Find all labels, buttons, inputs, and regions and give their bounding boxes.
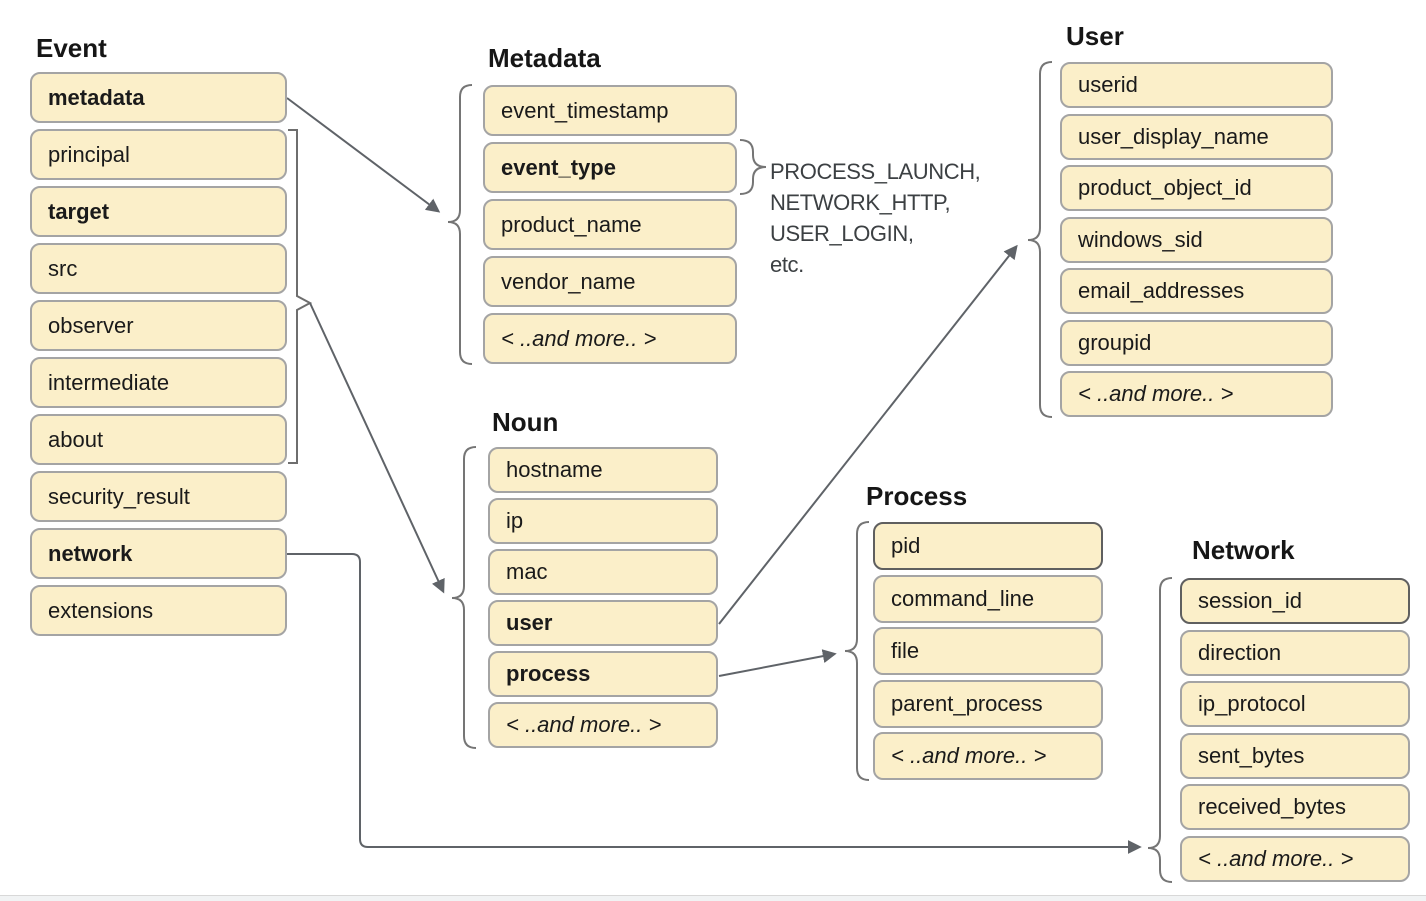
field-box-session-id: session_id: [1180, 578, 1410, 624]
user-group-brace: [1027, 61, 1053, 418]
user-group: userid user_display_name product_object_…: [1060, 62, 1333, 417]
field-box-hostname: hostname: [488, 447, 718, 493]
field-box-parent-process: parent_process: [873, 679, 1103, 728]
field-box-observer: observer: [30, 300, 287, 351]
field-box-metadata-and-more: < ..and more.. >: [483, 313, 737, 364]
noun-group-brace: [451, 446, 477, 749]
field-box-groupid: groupid: [1060, 319, 1333, 366]
event-type-values-brace: [739, 139, 767, 195]
arrow-process-to-process-group: [718, 649, 837, 677]
process-group-title: Process: [866, 481, 968, 511]
event-type-value-line: PROCESS_LAUNCH,: [770, 159, 981, 184]
bottom-page-edge: [0, 895, 1426, 901]
field-box-mac: mac: [488, 549, 718, 595]
network-group-title: Network: [1192, 535, 1295, 565]
field-box-target: target: [30, 186, 287, 237]
field-box-email-addresses: email_addresses: [1060, 268, 1333, 314]
field-box-src: src: [30, 243, 287, 294]
field-box-network-and-more: < ..and more.. >: [1180, 835, 1410, 882]
field-box-received-bytes: received_bytes: [1180, 784, 1410, 830]
field-box-noun-and-more: < ..and more.. >: [488, 702, 718, 748]
field-box-product-object-id: product_object_id: [1060, 165, 1333, 211]
field-box-user-and-more: < ..and more.. >: [1060, 371, 1333, 417]
event-type-value-line: USER_LOGIN,: [770, 221, 914, 246]
event-type-value-line: NETWORK_HTTP,: [770, 190, 951, 215]
field-box-windows-sid: windows_sid: [1060, 216, 1333, 263]
field-box-user: user: [488, 600, 718, 646]
metadata-group: event_timestamp event_type product_name …: [483, 85, 737, 364]
arrow-metadata-to-metadata-group: [286, 97, 441, 213]
field-box-process: process: [488, 651, 718, 697]
field-box-process-and-more: < ..and more.. >: [873, 732, 1103, 780]
field-box-sent-bytes: sent_bytes: [1180, 732, 1410, 779]
field-box-ip: ip: [488, 498, 718, 544]
field-box-ip-protocol: ip_protocol: [1180, 681, 1410, 727]
noun-group-title: Noun: [492, 407, 559, 437]
field-box-about: about: [30, 414, 287, 465]
field-box-extensions: extensions: [30, 585, 287, 636]
process-group-brace: [844, 521, 870, 781]
field-box-principal: principal: [30, 129, 287, 180]
user-group-title: User: [1066, 21, 1124, 51]
event-type-value-line: etc.: [770, 252, 804, 277]
event-nouns-bracket: [288, 129, 313, 464]
field-box-user-display-name: user_display_name: [1060, 113, 1333, 160]
field-box-product-name: product_name: [483, 199, 737, 250]
field-box-command-line: command_line: [873, 574, 1103, 623]
field-box-event-timestamp: event_timestamp: [483, 85, 737, 136]
metadata-group-title: Metadata: [488, 43, 601, 73]
field-box-vendor-name: vendor_name: [483, 256, 737, 307]
field-box-direction: direction: [1180, 629, 1410, 676]
metadata-group-brace: [447, 84, 473, 365]
event-group: metadata principal target src observer i…: [30, 72, 287, 636]
field-box-pid: pid: [873, 522, 1103, 570]
noun-group: hostname ip mac user process < ..and mor…: [488, 447, 718, 748]
event-type-values: PROCESS_LAUNCH, NETWORK_HTTP, USER_LOGIN…: [770, 156, 981, 280]
field-box-network: network: [30, 528, 287, 579]
network-group: session_id direction ip_protocol sent_by…: [1180, 578, 1410, 882]
arrow-user-to-user-group: [718, 244, 1018, 625]
event-group-title: Event: [36, 33, 107, 63]
field-box-intermediate: intermediate: [30, 357, 287, 408]
field-box-userid: userid: [1060, 62, 1333, 108]
arrow-bracket-to-noun-group: [309, 302, 445, 594]
field-box-event-type: event_type: [483, 142, 737, 193]
arrow-network-to-network-group: [287, 553, 1142, 854]
field-box-security-result: security_result: [30, 471, 287, 522]
field-box-file: file: [873, 627, 1103, 675]
network-group-brace: [1147, 577, 1173, 883]
field-box-metadata: metadata: [30, 72, 287, 123]
process-group: pid command_line file parent_process < .…: [873, 522, 1103, 780]
